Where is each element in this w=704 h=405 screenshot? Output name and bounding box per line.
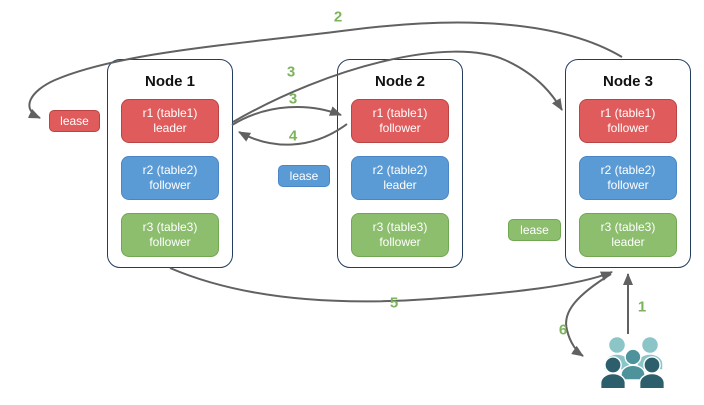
users-group-icon xyxy=(599,335,666,390)
step-label-3a: 3 xyxy=(286,63,296,81)
replica-n2-r3: r3 (table3) follower xyxy=(351,213,449,257)
replica-role: follower xyxy=(607,178,649,192)
node-title: Node 2 xyxy=(374,73,425,90)
replica-n3-r2: r2 (table2) follower xyxy=(579,156,677,200)
replica-name: r3 (table3) xyxy=(142,220,198,234)
step-label-4: 4 xyxy=(288,127,298,145)
arrow-step-3-leader-to-node2-follower xyxy=(231,106,342,126)
step-label-2: 2 xyxy=(333,8,343,26)
replica-role: follower xyxy=(149,235,191,249)
node-2: Node 2 r1 (table1) follower r2 (table2) … xyxy=(337,59,463,268)
replica-n3-r1: r1 (table1) follower xyxy=(579,99,677,143)
replica-n1-r2: r2 (table2) follower xyxy=(121,156,219,200)
step-label-6: 6 xyxy=(558,321,568,339)
replica-name: r3 (table3) xyxy=(372,220,428,234)
replica-name: r2 (table2) xyxy=(372,163,428,177)
replica-role: follower xyxy=(149,178,191,192)
replica-role: follower xyxy=(379,235,421,249)
lease-badge-table3: lease xyxy=(508,219,561,241)
replica-name: r2 (table2) xyxy=(600,163,656,177)
replica-name: r1 (table1) xyxy=(372,106,428,120)
step-label-1: 1 xyxy=(637,298,647,316)
replica-name: r1 (table1) xyxy=(142,106,198,120)
lease-badge-table1: lease xyxy=(49,110,100,132)
replica-role: follower xyxy=(607,121,649,135)
replica-n3-r3: r3 (table3) leader xyxy=(579,213,677,257)
node-title: Node 1 xyxy=(144,73,195,90)
step-label-5: 5 xyxy=(389,294,399,312)
replica-role: leader xyxy=(611,235,645,249)
replica-name: r1 (table1) xyxy=(600,106,656,120)
replica-role: follower xyxy=(379,121,421,135)
node-1: Node 1 r1 (table1) leader r2 (table2) fo… xyxy=(107,59,233,268)
replica-n2-r2: r2 (table2) leader xyxy=(351,156,449,200)
replica-n1-r1: r1 (table1) leader xyxy=(121,99,219,143)
replica-name: r3 (table3) xyxy=(600,220,656,234)
replica-n2-r1: r1 (table1) follower xyxy=(351,99,449,143)
node-3: Node 3 r1 (table1) follower r2 (table2) … xyxy=(565,59,691,268)
replica-role: leader xyxy=(153,121,187,135)
replica-role: leader xyxy=(383,178,417,192)
arrow-step-6-node3-to-users xyxy=(565,273,612,357)
step-label-3b: 3 xyxy=(288,90,298,108)
lease-badge-table2: lease xyxy=(278,165,330,187)
replica-name: r2 (table2) xyxy=(142,163,198,177)
replica-n1-r3: r3 (table3) follower xyxy=(121,213,219,257)
node-title: Node 3 xyxy=(602,73,653,90)
